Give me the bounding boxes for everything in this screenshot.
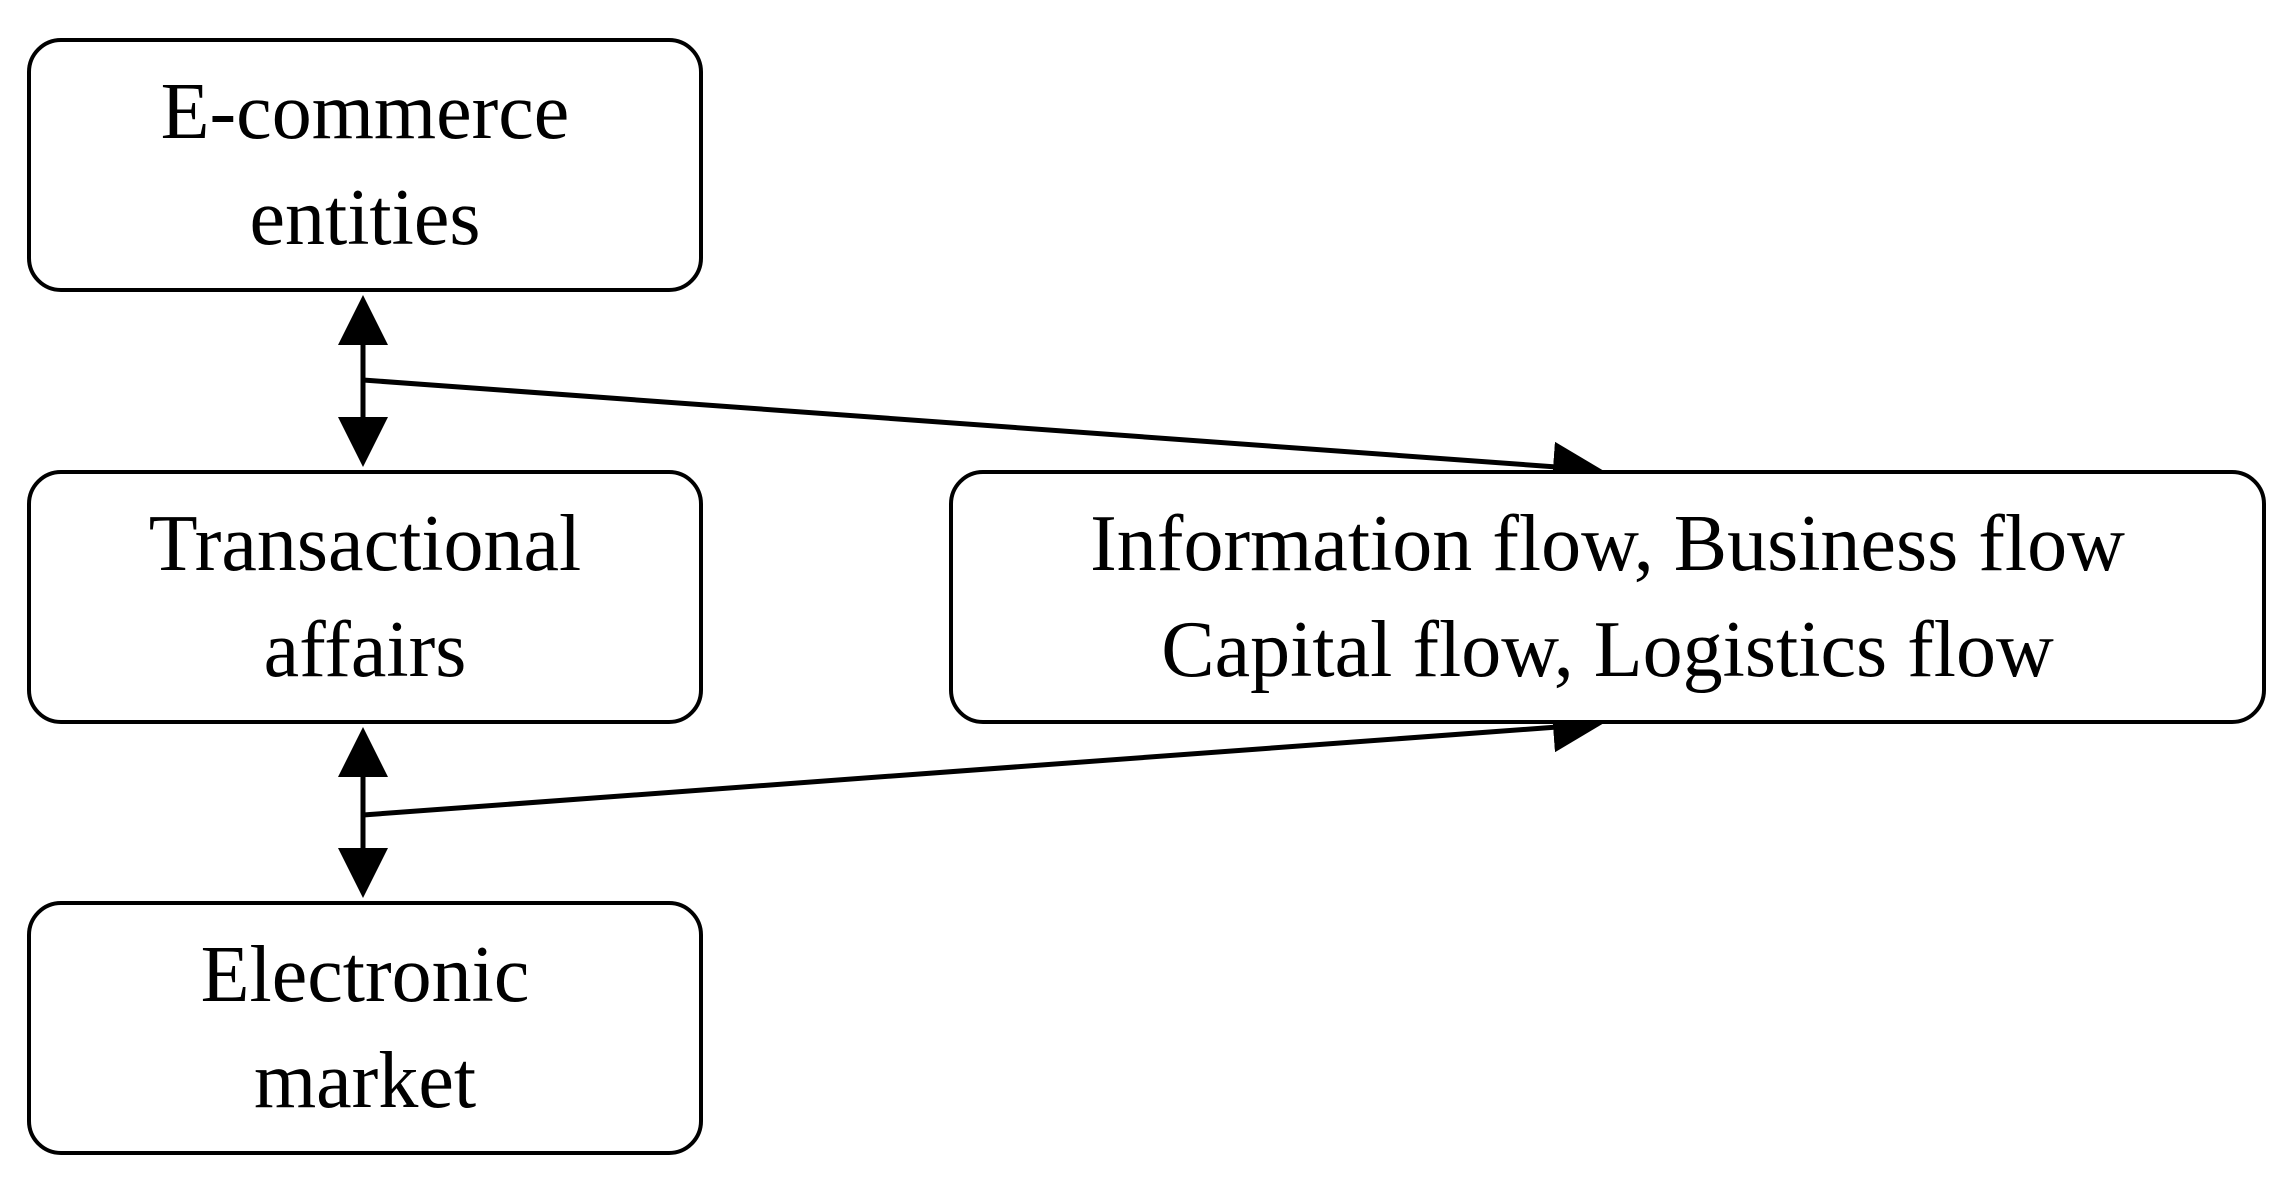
node-label-line: Transactional: [148, 500, 582, 588]
node-label-line: entities: [249, 174, 481, 262]
arrow-upper-to-flows: [362, 377, 1603, 492]
node-ecommerce-entities: E-commerce entities: [27, 38, 703, 292]
node-label-line: Electronic: [200, 931, 530, 1019]
node-transactional-affairs: Transactional affairs: [27, 470, 703, 724]
node-label-line: Capital flow, Logistics flow: [1161, 606, 2054, 694]
arrow-lower-to-flows: [362, 702, 1603, 818]
node-label-line: Information flow, Business flow: [1090, 500, 2125, 588]
node-flows: Information flow, Business flow Capital …: [949, 470, 2266, 724]
node-label-line: affairs: [263, 606, 467, 694]
node-label-line: market: [253, 1037, 477, 1125]
node-electronic-market: Electronic market: [27, 901, 703, 1155]
node-label-line: E-commerce: [160, 68, 570, 156]
